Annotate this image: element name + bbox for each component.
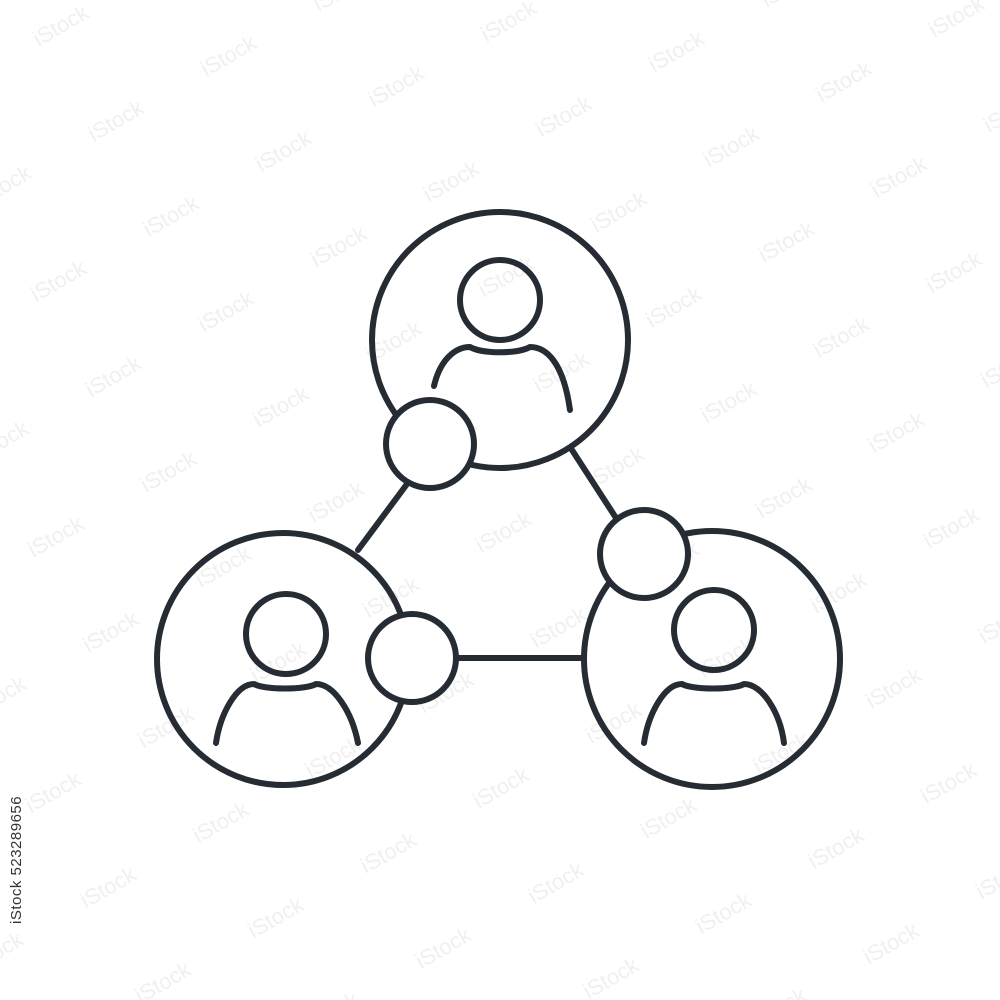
person-node-right	[581, 528, 843, 790]
connector-node-top-left	[383, 397, 477, 491]
person-shoulders-icon	[431, 344, 573, 413]
person-shoulders-icon	[213, 681, 361, 746]
connector-line-left	[355, 481, 410, 553]
person-head-icon	[671, 587, 757, 673]
node-circle	[369, 209, 631, 471]
connector-line-right	[569, 447, 621, 524]
person-head-icon	[243, 591, 329, 677]
person-head-icon	[457, 257, 543, 343]
node-circle	[581, 528, 843, 790]
person-shoulders-icon	[641, 681, 787, 746]
person-node-top	[369, 209, 631, 471]
connector-node-bottom-left	[365, 611, 459, 705]
connector-node-right	[597, 507, 691, 601]
stock-id-label: iStock 523289656	[8, 795, 25, 925]
